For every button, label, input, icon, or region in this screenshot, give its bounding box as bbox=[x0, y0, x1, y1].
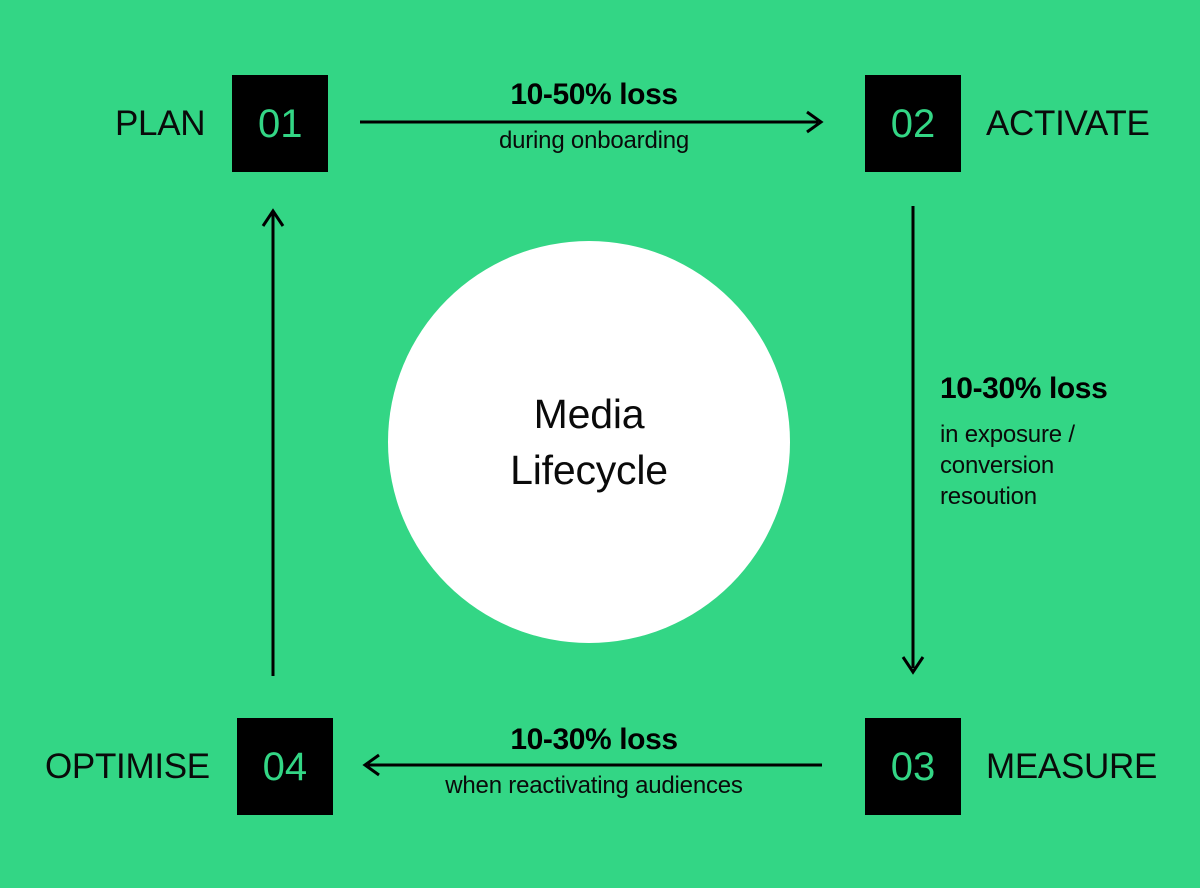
transition-title-plan-to-activate: 10-50% loss bbox=[510, 78, 678, 111]
stage-number-plan: 01 bbox=[257, 101, 303, 146]
transition-caption-activate-to-measure: 10-30% loss in exposure / conversion res… bbox=[940, 372, 1190, 512]
transition-title-measure-to-optimise: 10-30% loss bbox=[510, 723, 678, 756]
stage-number-box-measure: 03 bbox=[865, 718, 961, 815]
stage-label-plan: PLAN bbox=[115, 103, 206, 143]
transition-subtitle-line-1: in exposure / bbox=[940, 421, 1075, 448]
transition-subtitle-line-2: conversion bbox=[940, 452, 1055, 479]
stage-number-measure: 03 bbox=[890, 744, 936, 789]
center-title-line-2: Lifecycle bbox=[510, 447, 668, 493]
stage-label-measure: MEASURE bbox=[986, 746, 1157, 786]
transition-subtitle-line-3: resoution bbox=[940, 483, 1037, 510]
center-circle: Media Lifecycle bbox=[388, 241, 790, 643]
center-title-line-1: Media bbox=[533, 391, 645, 437]
stage-number-box-plan: 01 bbox=[232, 75, 329, 172]
stage-number-box-optimise: 04 bbox=[236, 718, 333, 815]
stage-label-optimise: OPTIMISE bbox=[45, 746, 210, 786]
transition-subtitle-activate-to-measure: in exposure / conversion resoution bbox=[940, 419, 1190, 512]
arrow-right-icon bbox=[360, 110, 824, 134]
arrow-left-icon bbox=[362, 753, 822, 777]
stage-label-activate: ACTIVATE bbox=[986, 103, 1150, 143]
stage-number-box-activate: 02 bbox=[865, 75, 961, 172]
arrow-down-icon bbox=[901, 206, 925, 675]
transition-subtitle-plan-to-activate: during onboarding bbox=[498, 127, 690, 154]
stage-node-plan[interactable]: PLAN 01 bbox=[115, 75, 329, 172]
transition-caption-plan-to-activate: 10-50% loss during onboarding bbox=[366, 78, 822, 156]
stage-number-activate: 02 bbox=[890, 101, 936, 146]
stage-node-activate[interactable]: 02 ACTIVATE bbox=[865, 75, 1150, 172]
stage-node-measure[interactable]: 03 MEASURE bbox=[865, 718, 1157, 815]
stage-node-optimise[interactable]: OPTIMISE 04 bbox=[45, 718, 333, 815]
transition-subtitle-measure-to-optimise: when reactivating audiences bbox=[445, 772, 743, 799]
arrow-up-icon bbox=[261, 208, 285, 676]
transition-title-activate-to-measure: 10-30% loss bbox=[940, 372, 1108, 405]
transition-caption-measure-to-optimise: 10-30% loss when reactivating audiences bbox=[366, 723, 822, 801]
stage-number-optimise: 04 bbox=[262, 744, 308, 789]
